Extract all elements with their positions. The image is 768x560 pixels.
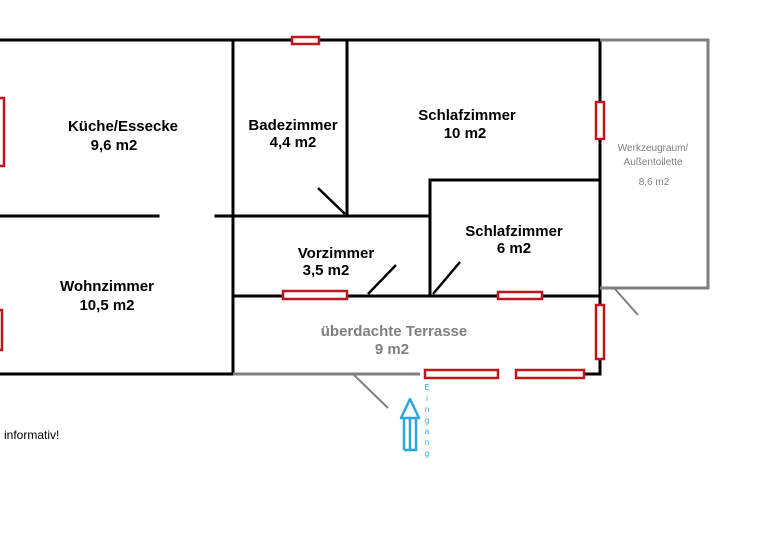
room-name-terrasse: überdachte Terrasse [321,323,467,340]
window-terrace-bottom-1 [423,368,500,380]
bedroom2-door [432,261,461,295]
entrance-letter: g [425,416,429,425]
entrance-letter: g [425,449,429,458]
room-name-werkzeugraum: Werkzeugraum/ [618,143,689,154]
window-bath [290,35,321,46]
hall-door [367,264,397,295]
entrance-arrow [399,397,421,452]
entrance-label: E i n g a n g [424,383,429,458]
room-area-terrasse: 9 m2 [375,341,409,358]
workshop-walls [600,38,710,290]
room-area-kueche: 9,6 m2 [91,137,138,154]
window-kitchen [0,96,6,168]
entrance-door [353,374,389,409]
room-area-vorzimmer: 3,5 m2 [303,262,350,279]
bath-door [317,187,346,215]
room-name-schlafzimmer-1: Schlafzimmer [418,107,516,124]
entrance-letter: n [425,438,429,447]
room-area-schlafzimmer-2: 6 m2 [497,240,531,257]
room-name-schlafzimmer-2: Schlafzimmer [465,223,563,240]
room-area-werkzeugraum: 8,6 m2 [639,177,670,188]
window-terrace-right [594,303,606,361]
room-name-aussentoilette: Außentoilette [624,157,683,168]
room-area-wohnzimmer: 10,5 m2 [79,297,134,314]
window-bedroom1 [594,100,606,141]
outer-grey-walls [233,38,710,376]
window-bedroom2 [496,290,544,301]
windows [0,35,606,380]
doors [317,187,639,409]
walls [0,38,602,376]
entrance-letter: a [425,427,430,436]
workshop-door [614,288,639,316]
room-area-schlafzimmer-1: 10 m2 [444,125,487,142]
entrance-letter: E [424,383,429,392]
room-area-bad: 4,4 m2 [270,134,317,151]
arrow-shaft [404,418,418,452]
room-name-kueche: Küche/Essecke [68,118,178,135]
entrance-letter: n [425,405,429,414]
room-name-wohnzimmer: Wohnzimmer [60,278,154,295]
note-text: informativ! [4,428,60,442]
window-living [0,308,4,352]
window-hall [281,289,349,301]
window-terrace-bottom-2 [514,368,586,380]
arrow-up-icon [399,397,421,450]
room-name-bad: Badezimmer [248,117,337,134]
entrance-letter: i [426,394,428,403]
room-name-vorzimmer: Vorzimmer [298,245,375,262]
